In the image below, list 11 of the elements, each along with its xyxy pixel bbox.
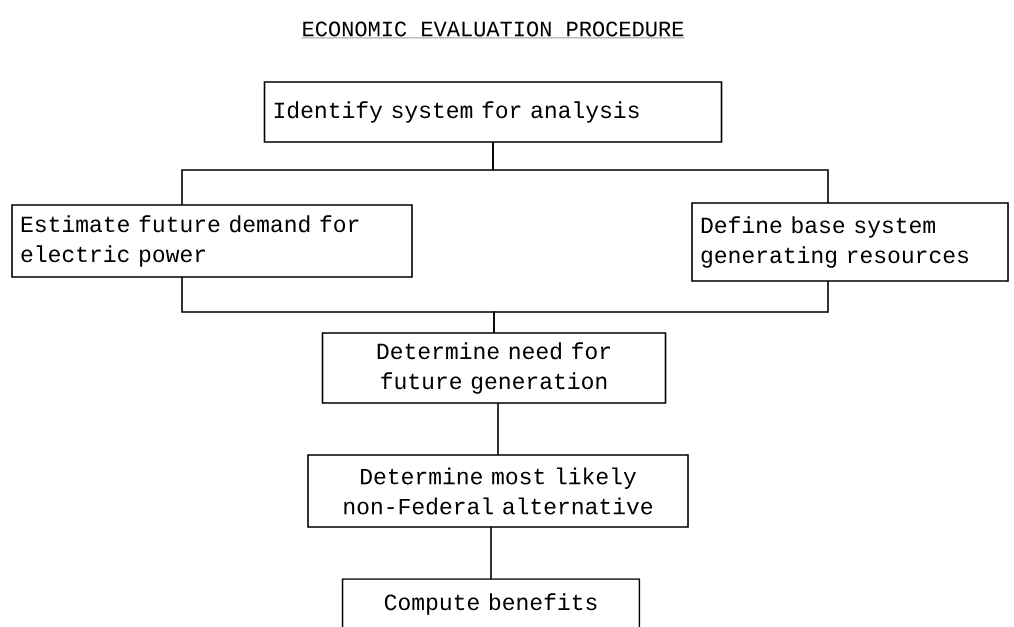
process-box: Compute benefits (341, 578, 641, 627)
process-box: Determine most likely non-Federal alternative (307, 454, 689, 528)
process-box: Determine need for future generation (321, 332, 667, 404)
connector-line (497, 402, 499, 456)
process-box: Define base system generating resources (691, 202, 1009, 282)
title: ECONOMIC EVALUATION PROCEDURE (301, 21, 685, 39)
connector-line (493, 280, 829, 334)
process-box: Estimate future demand for electric power (11, 204, 413, 278)
connector-line (490, 526, 492, 580)
process-box: Identify system for analysis (263, 81, 723, 143)
connector-line (492, 141, 829, 204)
